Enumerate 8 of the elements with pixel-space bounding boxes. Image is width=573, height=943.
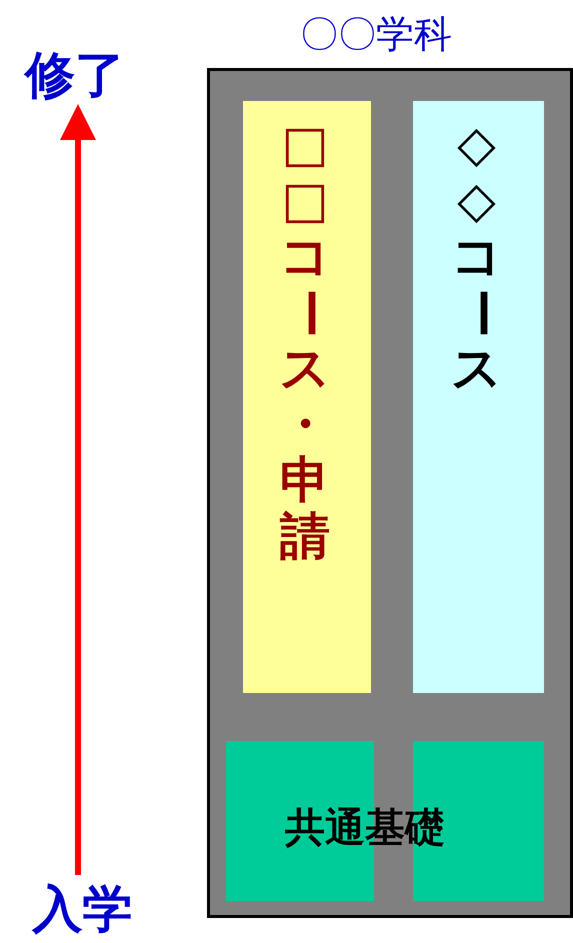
stage-label: 入学: [20, 875, 145, 943]
course-column: [243, 101, 371, 693]
department-title: 〇〇学科: [300, 11, 452, 58]
course-column: [413, 101, 544, 693]
stage-label: 修了: [10, 40, 140, 110]
course-name: □□コース・申請: [280, 119, 334, 567]
course-name: ◇◇コース: [451, 119, 506, 399]
arrow: [60, 104, 96, 875]
